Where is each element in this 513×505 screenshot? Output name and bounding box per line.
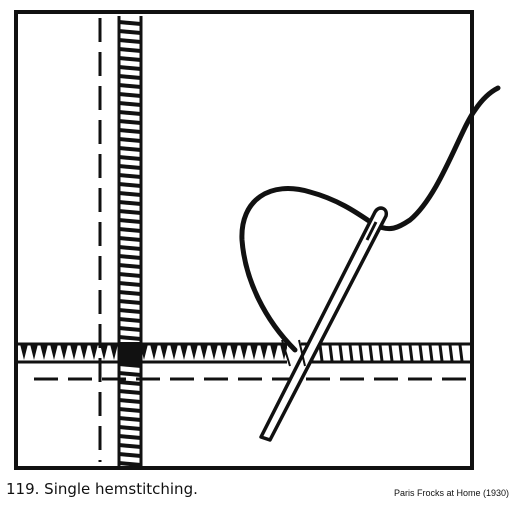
source-credit: Paris Frocks at Home (1930) — [394, 488, 509, 498]
horizontal-stitches — [20, 344, 462, 361]
needle-icon — [261, 208, 386, 440]
hemstitching-illustration — [0, 0, 513, 480]
crossing-knot — [119, 342, 141, 364]
vertical-stitches — [119, 20, 141, 467]
vertical-hemstitch-band — [119, 16, 141, 467]
horizontal-hemstitch-band — [18, 344, 470, 362]
figure-caption: 119. Single hemstitching. — [6, 480, 198, 498]
